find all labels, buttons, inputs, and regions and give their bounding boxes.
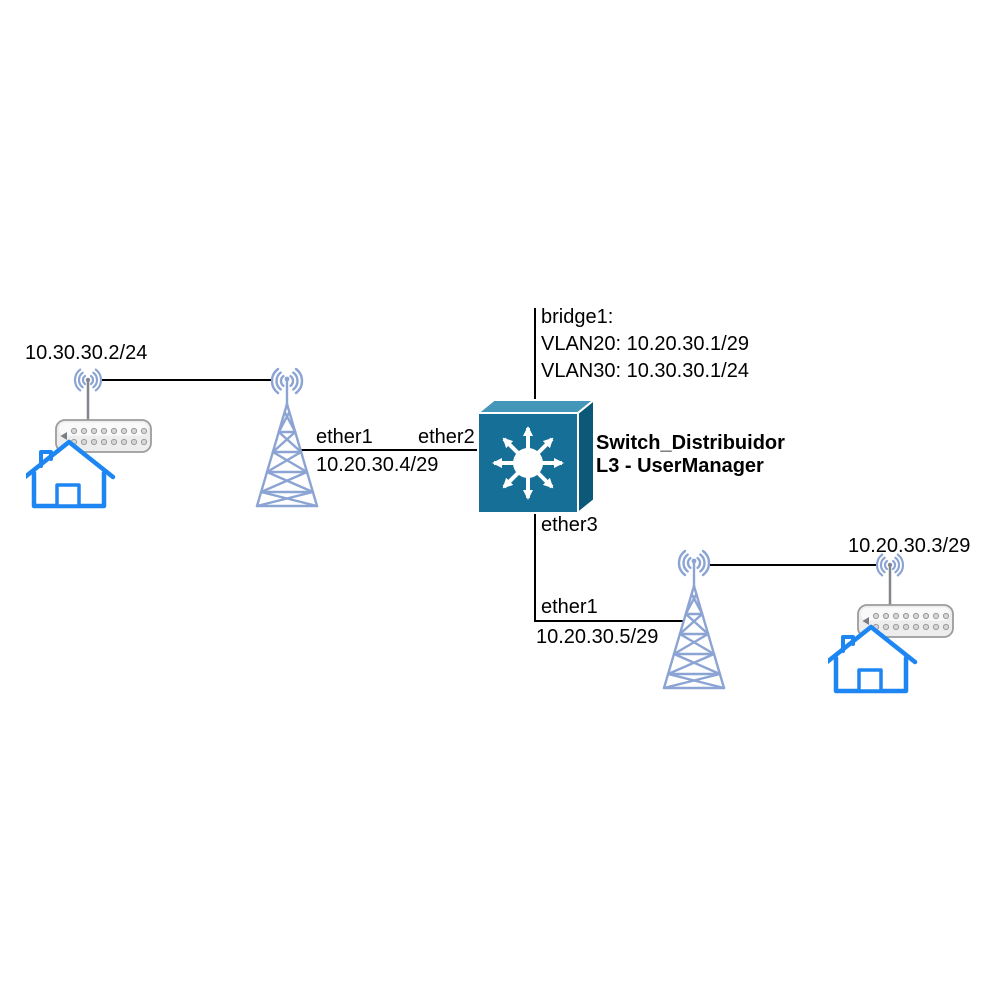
tower-bottom-port-label: ether1	[541, 596, 598, 618]
radio-tower-left-icon	[255, 367, 319, 508]
vlan20-label: VLAN20: 10.20.30.1/29	[541, 333, 749, 355]
tower-lattice-and-waves	[662, 549, 726, 690]
cpe-right-ip-label: 10.20.30.3/29	[848, 535, 971, 557]
radio-tower-right-icon	[662, 549, 726, 690]
switch-bridge-info: bridge1: VLAN20: 10.20.30.1/29 VLAN30: 1…	[541, 304, 749, 385]
vlan30-label: VLAN30: 10.30.30.1/24	[541, 360, 749, 382]
tower-left-port-label: ether1	[316, 426, 373, 448]
switch-title-label: Switch_Distribuidor	[596, 432, 785, 454]
tower-lattice-and-waves	[255, 367, 319, 508]
switch-port-ether2-label: ether2	[418, 426, 475, 448]
router-device-icon	[857, 604, 954, 638]
switch-side-face	[577, 397, 595, 516]
tower-left-ip-label: 10.20.30.4/29	[316, 454, 439, 476]
switch-top-face	[475, 399, 597, 414]
bridge-name-label: bridge1:	[541, 306, 614, 328]
wifi-antenna-icon	[73, 368, 103, 426]
switch-subtitle-label: L3 - UserManager	[596, 455, 764, 477]
wifi-antenna-icon	[875, 553, 905, 611]
cpe-router-left-icon	[26, 368, 152, 509]
switch-center-ball	[513, 448, 543, 478]
cpe-router-right-icon	[828, 553, 954, 694]
house-icon	[828, 624, 918, 694]
house-icon	[26, 439, 116, 509]
tower-bottom-ip-label: 10.20.30.5/29	[536, 626, 659, 648]
cpe-left-ip-label: 10.30.30.2/24	[25, 342, 148, 364]
l3-switch-icon	[475, 397, 597, 516]
switch-port-ether3-label: ether3	[541, 514, 598, 536]
